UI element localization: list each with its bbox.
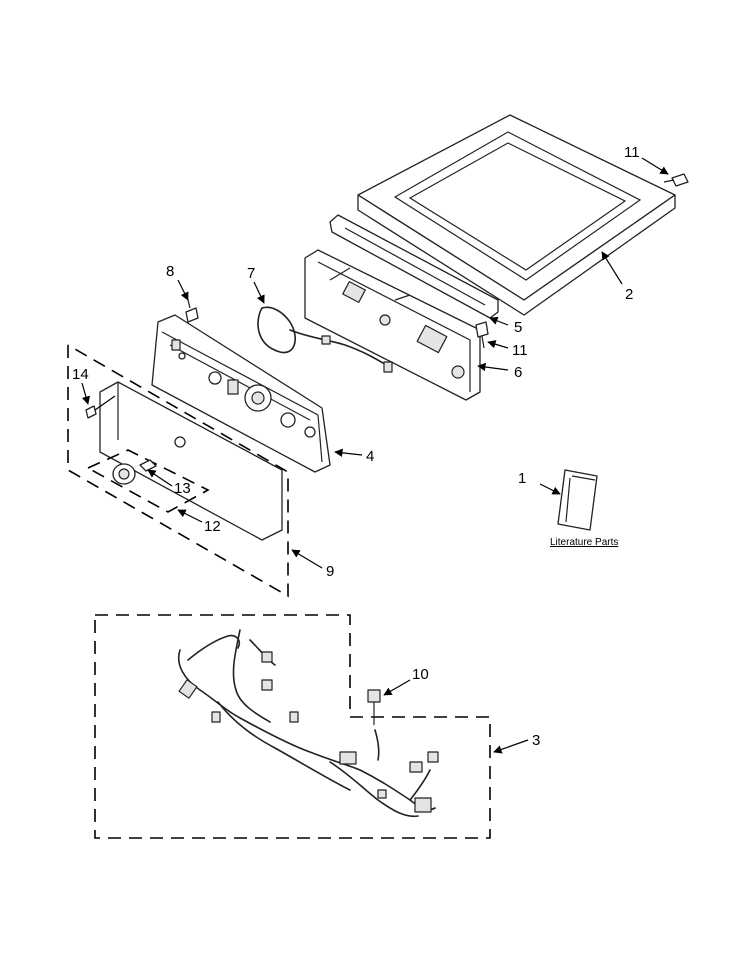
callout-13: 13	[174, 480, 191, 497]
screw-8	[185, 299, 199, 323]
callout-12: 12	[204, 518, 221, 535]
callout-8: 8	[166, 263, 174, 280]
small-harness	[257, 306, 393, 373]
screw-middle	[475, 321, 489, 349]
callout-3: 3	[532, 732, 540, 749]
callouts: 11 2 5 11 6 7 8 4 14 13 12 9 1 10 3 Lite…	[72, 144, 640, 749]
console	[151, 314, 331, 473]
main-harness-assembly	[94, 614, 491, 839]
callout-9: 9	[326, 563, 334, 580]
callout-1: 1	[518, 470, 526, 487]
knob-subassembly	[86, 449, 210, 513]
callout-14: 14	[72, 366, 89, 383]
literature-pack	[557, 469, 598, 531]
callout-7: 7	[247, 265, 255, 282]
callout-11-middle: 11	[512, 342, 528, 359]
user-interface-assembly	[67, 344, 289, 598]
top-bracket	[329, 214, 499, 319]
screw-top-right	[663, 173, 689, 187]
callout-4: 4	[366, 448, 374, 465]
callout-11-top: 11	[624, 144, 640, 161]
callout-2: 2	[625, 286, 633, 303]
callout-10: 10	[412, 666, 429, 683]
callout-5: 5	[514, 319, 522, 336]
leader-lines	[81, 157, 669, 754]
callout-6: 6	[514, 364, 522, 381]
literature-parts-label: Literature Parts	[550, 537, 618, 548]
console-rear-panel	[304, 249, 481, 401]
top-panel	[357, 114, 676, 316]
